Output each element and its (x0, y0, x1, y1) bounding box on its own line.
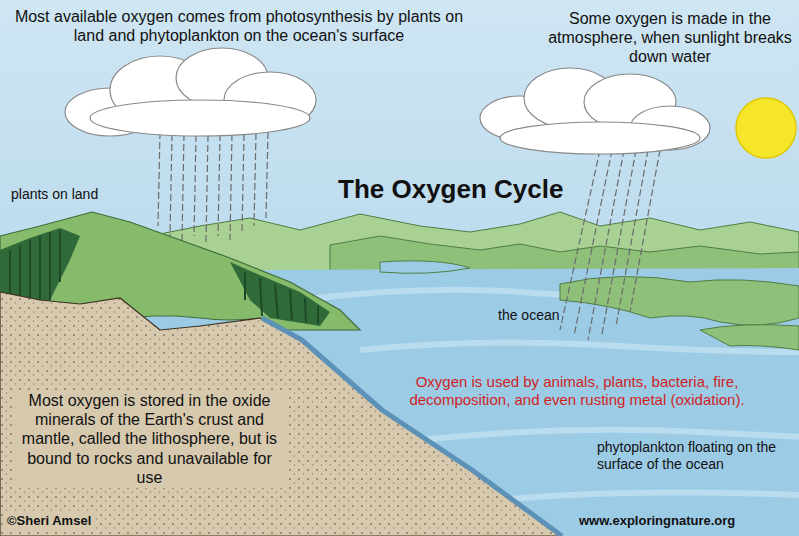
cloud (65, 48, 316, 136)
region-label: plants on land (8, 185, 101, 204)
title: The Oxygen Cycle (338, 174, 563, 205)
region-label: phytoplankton floating on the surface of… (594, 438, 796, 474)
rain (158, 132, 660, 340)
copyright: ©Sheri Amsel (4, 512, 94, 530)
note: Most available oxygen comes from photosy… (4, 6, 474, 46)
region-label: the ocean (495, 306, 563, 325)
right-shore (700, 325, 799, 350)
note: Oxygen is used by animals, plants, bacte… (362, 372, 792, 410)
website: www.exploringnature.org (576, 512, 738, 530)
shoreline (262, 318, 562, 536)
note: Most oxygen is stored in the oxide miner… (12, 390, 287, 488)
sun (736, 98, 796, 158)
cloud (480, 68, 710, 154)
note: Some oxygen is made in the atmosphere, w… (545, 8, 795, 68)
inlet (380, 261, 470, 273)
